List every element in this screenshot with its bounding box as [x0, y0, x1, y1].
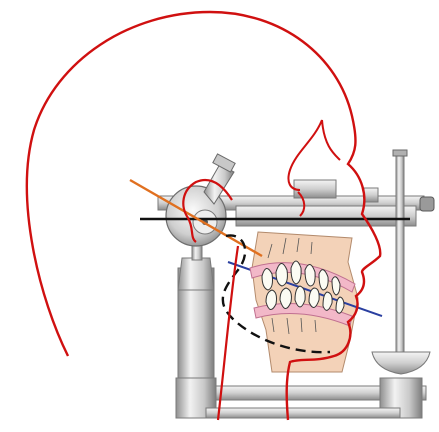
- bottom-base-foot: [206, 408, 400, 418]
- rod-top-cap: [393, 150, 407, 156]
- upper-bar-cap: [364, 188, 378, 202]
- vertical-rod: [396, 152, 404, 352]
- upper-bar-arm: [236, 206, 416, 226]
- left-post-top: [178, 258, 214, 290]
- knob-icon: [420, 197, 434, 211]
- incisal-table: [372, 352, 430, 374]
